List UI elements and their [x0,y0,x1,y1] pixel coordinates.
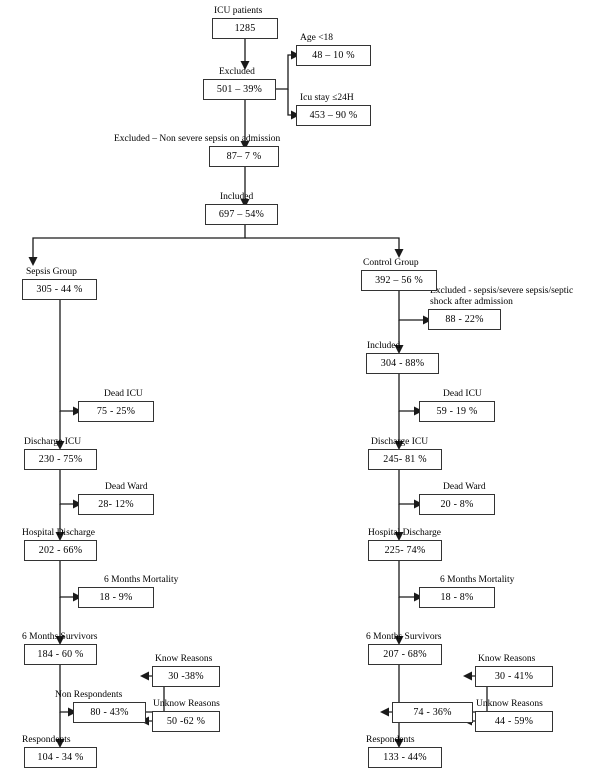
flow-connector [398,374,423,416]
flow-node: 88 - 22% [428,309,501,330]
flow-node: 80 - 43% [73,702,146,723]
node-caption: Dead ICU [104,389,143,399]
flow-node: 304 - 88% [366,353,439,374]
flow-node: 392 – 56 % [361,270,437,291]
flow-connector [59,665,77,717]
flow-node: 44 - 59% [475,711,553,732]
node-caption: Hospital Discharge [368,528,441,538]
flow-node: 59 - 19 % [419,401,495,422]
node-caption: Dead Ward [105,482,148,492]
node-caption: 6 Months Survivors [366,632,442,642]
flow-node: 202 - 66% [24,540,97,561]
flow-node: 207 - 68% [368,644,442,665]
flow-node: 133 - 44% [368,747,442,768]
node-caption: Age <18 [300,33,334,43]
flow-node: 18 - 8% [419,587,495,608]
flow-node: 75 - 25% [78,401,154,422]
node-caption: ICU patients [214,6,263,16]
node-caption: Excluded [219,67,255,77]
node-caption: Discharge ICU [371,437,429,447]
node-caption: Control Group [363,258,419,268]
flow-node: 87– 7 % [209,146,279,167]
flow-node: 1285 [212,18,278,39]
node-caption: Unknow Reasons [476,699,543,709]
flow-node: 230 - 75% [24,449,97,470]
flow-node: 18 - 9% [78,587,154,608]
flow-connector [398,470,423,509]
flow-node: 697 – 54% [205,204,278,225]
node-caption: Know Reasons [155,654,213,664]
node-caption: Included [367,341,401,351]
node-caption: Sepsis Group [26,267,77,277]
flow-connector [398,561,423,602]
node-caption: 6 Months Survivors [22,632,98,642]
node-caption: Non Respondents [55,690,123,700]
node-caption: Unknow Reasons [153,699,220,709]
flow-node: 50 -62 % [152,711,220,732]
node-caption: Included [220,192,254,202]
flow-connector [59,470,82,509]
flow-node: 104 - 34 % [24,747,97,768]
node-caption: Excluded – Non severe sepsis on admissio… [114,134,281,144]
flow-node: 225- 74% [368,540,442,561]
flow-node: 501 – 39% [203,79,276,100]
flow-node: 453 – 90 % [296,105,371,126]
node-caption: Discharge ICU [24,437,82,447]
node-caption: Respondents [22,735,71,745]
node-caption: Dead ICU [443,389,482,399]
flow-node: 184 - 60 % [24,644,97,665]
flow-node: 305 - 44 % [22,279,97,300]
node-caption: Know Reasons [478,654,536,664]
flow-node: 30 - 41% [475,666,553,687]
flow-node: 28- 12% [78,494,154,515]
flow-connector [245,237,404,258]
node-caption: Hospital Discharge [22,528,95,538]
node-caption: Excluded - sepsis/severe sepsis/septic s… [430,286,574,307]
flow-node: 30 -38% [152,666,220,687]
node-caption: Respondents [366,735,415,745]
node-caption: 6 Months Mortality [440,575,515,585]
flow-connector [28,225,246,266]
flow-node: 74 - 36% [392,702,473,723]
node-caption: Dead Ward [443,482,486,492]
flow-node: 48 – 10 % [296,45,371,66]
flow-connector [59,561,82,602]
flow-connector [59,300,82,416]
node-caption: 6 Months Mortality [104,575,179,585]
flow-node: 20 - 8% [419,494,495,515]
flow-node: 245- 81 % [368,449,442,470]
flow-connector [276,50,300,90]
node-caption: Icu stay ≤24H [300,93,354,103]
flow-connector [287,89,300,120]
flow-connector [398,291,432,325]
